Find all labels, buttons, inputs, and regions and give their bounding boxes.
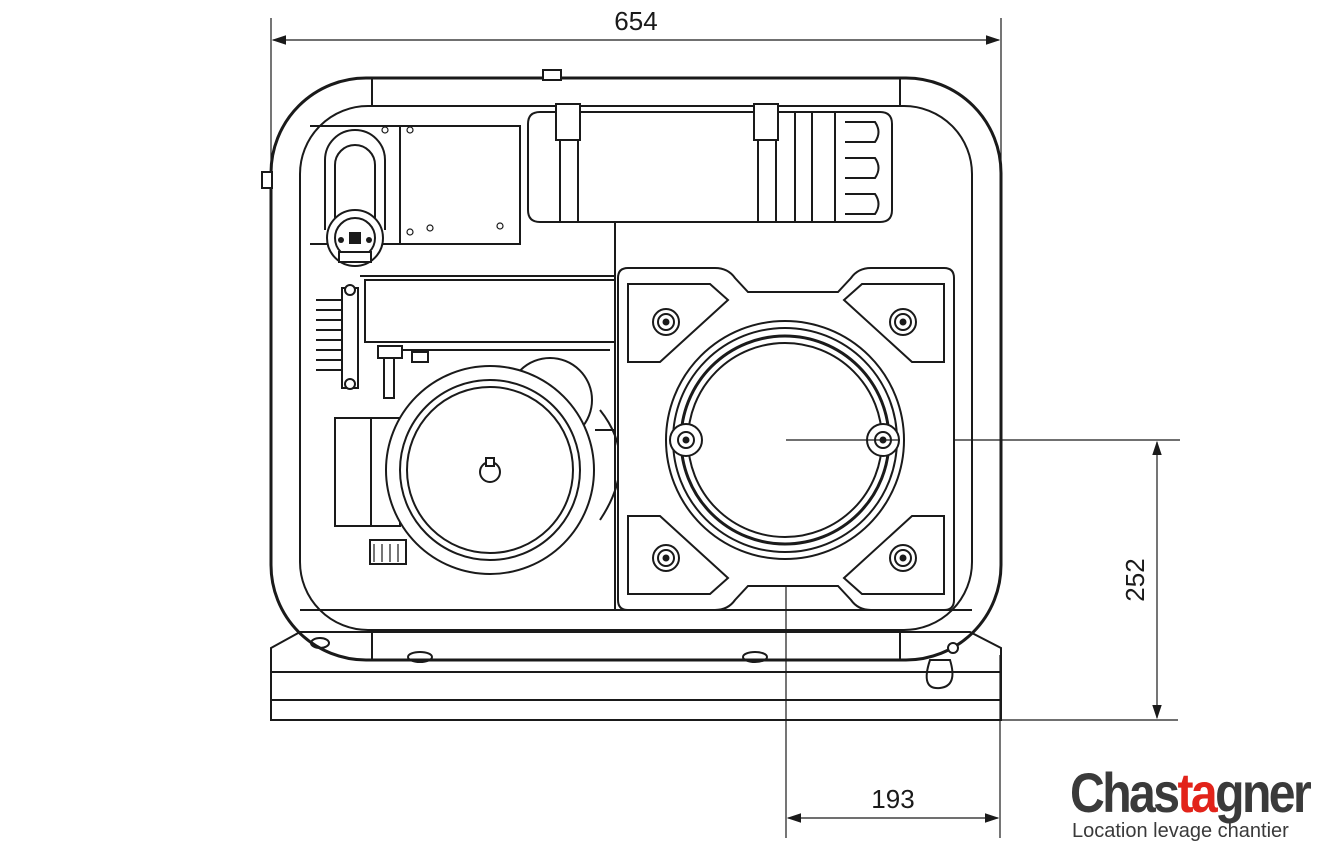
bolt-bottom-left bbox=[652, 544, 680, 572]
base-skid bbox=[270, 631, 1002, 721]
brand-logo: Chastagner Location levage chantier bbox=[1066, 761, 1316, 846]
bolt-top-right bbox=[889, 308, 917, 336]
recoil-starter bbox=[334, 357, 621, 575]
dimension-offset-height-label: 252 bbox=[1120, 558, 1150, 601]
bolt-bottom-right bbox=[889, 544, 917, 572]
tube-frame bbox=[261, 69, 1003, 662]
air-filter bbox=[527, 103, 893, 223]
bolt-top-left bbox=[652, 308, 680, 336]
brand-name-part-1: Chas bbox=[1070, 761, 1180, 824]
pump-housing bbox=[617, 267, 955, 611]
dimension-width: 654 bbox=[270, 6, 1002, 175]
brand-tagline: Location levage chantier bbox=[1072, 820, 1289, 842]
dimension-offset-width-label: 193 bbox=[871, 784, 914, 814]
lifting-shackle bbox=[925, 642, 959, 690]
dimension-width-label: 654 bbox=[614, 6, 657, 36]
heat-sink bbox=[316, 284, 359, 390]
bolt-inner-left bbox=[669, 423, 703, 457]
brand-name-accent: ta bbox=[1177, 761, 1217, 824]
power-socket bbox=[324, 129, 386, 267]
brand-name: Chastagner bbox=[1070, 760, 1312, 825]
control-panel bbox=[310, 125, 521, 245]
brand-name-part-2: gner bbox=[1215, 761, 1312, 824]
spark-plug bbox=[377, 345, 429, 399]
mid-panel bbox=[360, 222, 616, 610]
